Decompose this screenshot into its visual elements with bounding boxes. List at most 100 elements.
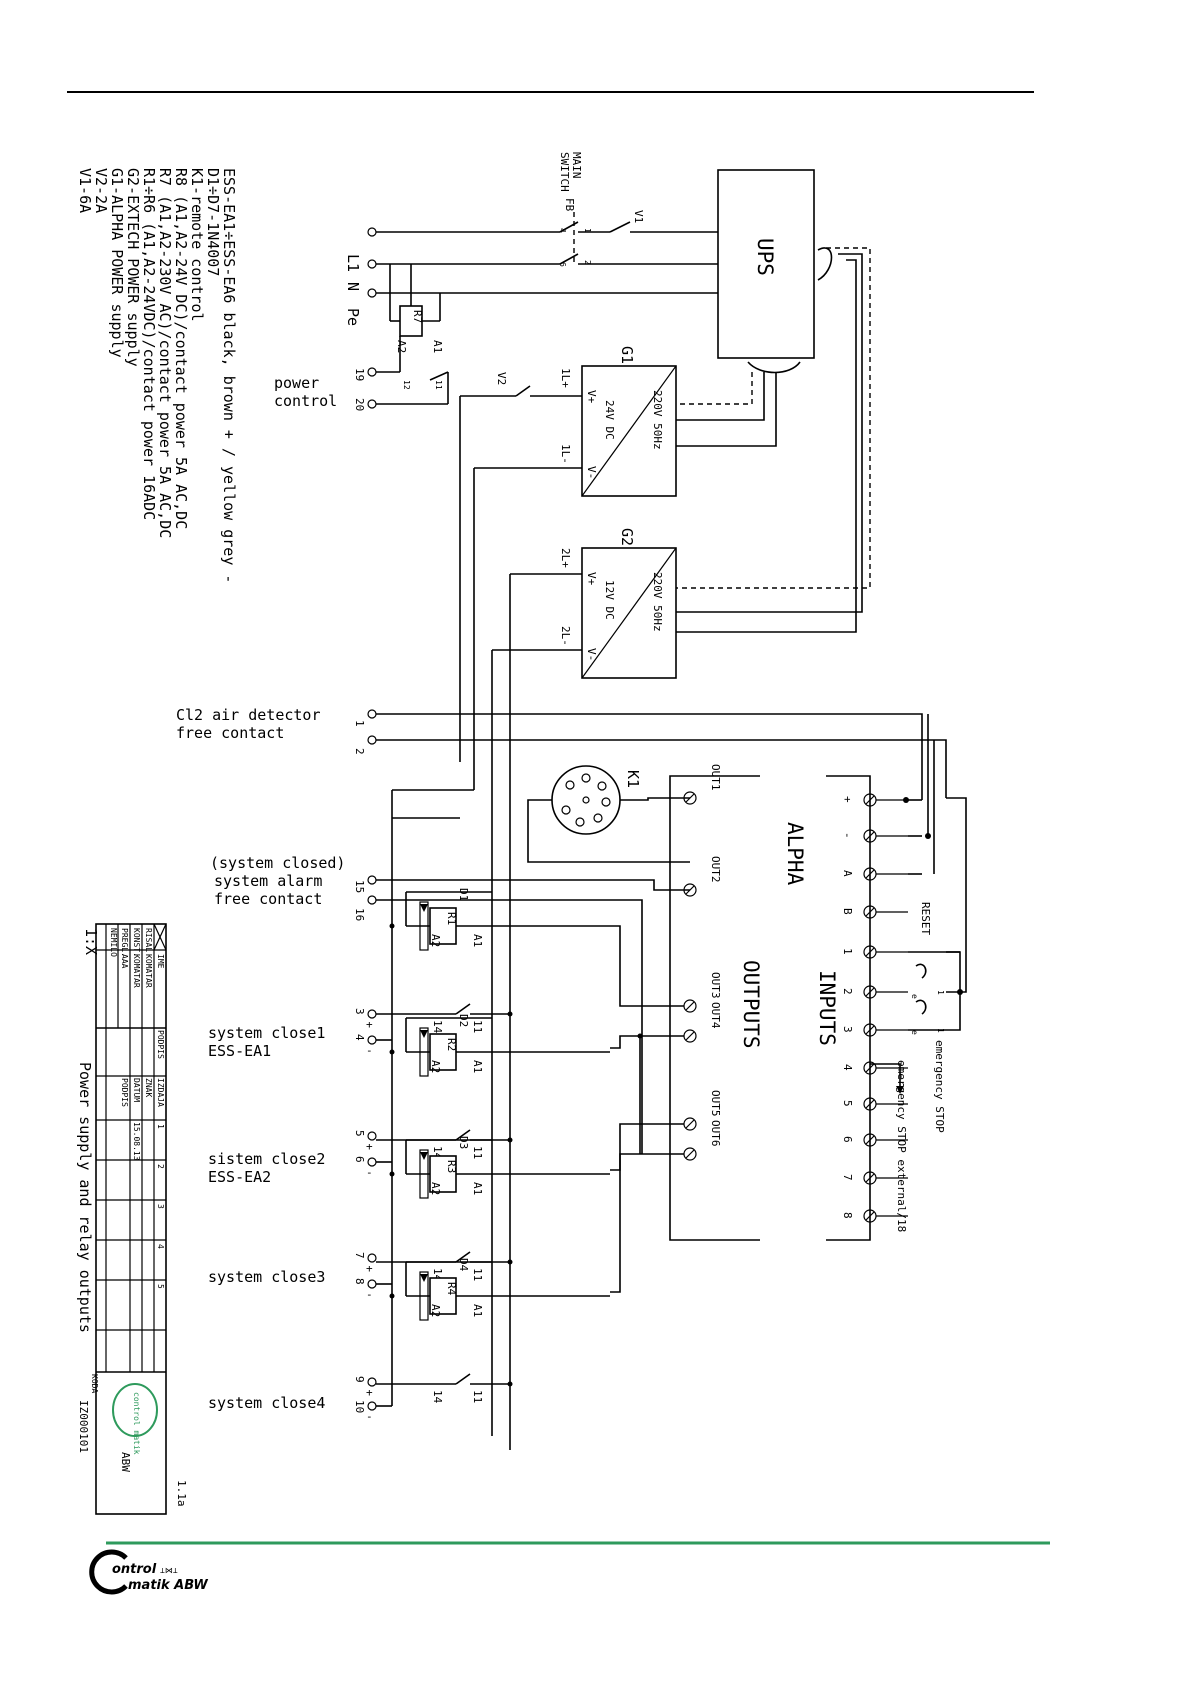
polarity-label: + bbox=[366, 1140, 373, 1153]
n-label: N bbox=[344, 282, 362, 291]
polarity-label: - bbox=[366, 1166, 373, 1179]
v2-label: V2 bbox=[495, 372, 508, 385]
diode-label: D1 bbox=[457, 888, 470, 901]
g1-output-label: 24V DC bbox=[603, 400, 616, 440]
inputs-title: INPUTS bbox=[815, 970, 839, 1046]
g1-input-label: 220V 50Hz bbox=[651, 390, 664, 450]
output-label: OUT5 bbox=[709, 1090, 722, 1117]
terminal-5 bbox=[367, 1131, 377, 1141]
alpha-title: ALPHA bbox=[783, 822, 807, 886]
main-supply: L1 N Pe MAIN SWITCH FB 1 4 2 6 V1 UPS bbox=[274, 152, 871, 1450]
pin-label: 11 bbox=[471, 1390, 484, 1403]
terminal-pe bbox=[367, 288, 377, 298]
pin-label: 1L- bbox=[559, 444, 572, 464]
legend-line: R8 (A1,A2-24V DC)/contact power 5A AC,DC bbox=[172, 168, 190, 529]
pin-label: 11 bbox=[471, 1020, 484, 1033]
legend-line: G2-EXTECH POWER supply bbox=[124, 168, 142, 367]
drawing-title: Power supply and relay outputs bbox=[76, 1062, 94, 1333]
logo-glyph: ⊥⋈⊥ bbox=[160, 1566, 178, 1575]
terminal-number: 8 bbox=[353, 1278, 366, 1285]
terminal-20 bbox=[367, 399, 377, 409]
title-block-cell: IME bbox=[156, 954, 165, 969]
cl2-label: free contact bbox=[176, 724, 284, 742]
pin-label: 11 bbox=[471, 1268, 484, 1281]
diode-icon bbox=[420, 1030, 428, 1038]
terminal-number: 20 bbox=[353, 398, 366, 411]
fb-label: FB bbox=[563, 198, 576, 212]
pin-label: 2L- bbox=[559, 626, 572, 646]
outputs-title: OUTPUTS bbox=[739, 960, 763, 1049]
legend-line: D1÷D7-1N4007 bbox=[204, 168, 222, 276]
pin-label: 14 bbox=[431, 1390, 444, 1404]
pin-label: A1 bbox=[471, 1182, 484, 1195]
input-label: 4 bbox=[841, 1064, 854, 1071]
pin-label: 12 bbox=[402, 380, 411, 390]
terminal-16 bbox=[367, 895, 377, 905]
input-terminal-8: 4 bbox=[841, 1061, 908, 1075]
terminal-number: 10 bbox=[353, 1400, 366, 1413]
input-terminal-3: A bbox=[841, 867, 908, 881]
scale-label: 1:X bbox=[82, 928, 100, 955]
g2-label: G2 bbox=[618, 528, 636, 546]
l1-label: L1 bbox=[344, 254, 362, 272]
pin-label: 1 bbox=[583, 228, 592, 233]
screw-terminal-icon bbox=[683, 791, 697, 805]
pin-label: 6 bbox=[558, 262, 567, 267]
pin-label: 2L+ bbox=[559, 548, 572, 568]
output-terminal-1: OUT1 bbox=[683, 764, 722, 805]
input-label: A bbox=[841, 870, 854, 877]
relay-coil bbox=[429, 1277, 457, 1315]
title-block-cell: PODPIS bbox=[156, 1030, 165, 1059]
ups-label: UPS bbox=[753, 238, 777, 276]
input-terminal-7: 3 bbox=[841, 1023, 908, 1037]
close2-label: ESS-EA2 bbox=[208, 1168, 271, 1186]
input-label: 8 bbox=[841, 1212, 854, 1219]
polarity-label: + bbox=[366, 1386, 373, 1399]
pin-label: V+ bbox=[585, 572, 598, 586]
drawing-code: IZ000101 bbox=[77, 1400, 90, 1453]
title-block-logo: control matik ABW bbox=[112, 1383, 158, 1472]
alpha-controller: ALPHA OUTPUTS INPUTS K1 OUT1OUT2OUT3OUT4… bbox=[527, 714, 967, 1293]
terminal-n bbox=[367, 259, 377, 269]
title-block-cell: 2 bbox=[156, 1164, 165, 1169]
terminal-number: 5 bbox=[353, 1130, 366, 1137]
v1-label: V1 bbox=[632, 210, 645, 223]
title-block-cell: RISAL bbox=[144, 928, 153, 952]
polarity-label: - bbox=[366, 1410, 373, 1423]
terminal-6 bbox=[367, 1157, 377, 1167]
terminal-9 bbox=[367, 1377, 377, 1387]
title-block-cell: 1 bbox=[156, 1124, 165, 1129]
pin-label: 2 bbox=[583, 260, 592, 265]
output-label: OUT4 bbox=[709, 1002, 722, 1029]
sheet-number: 1.1a bbox=[175, 1480, 188, 1507]
title-block-cell: PREGL. bbox=[120, 928, 129, 957]
r7-label: R7 bbox=[411, 310, 424, 323]
close1-label: ESS-EA1 bbox=[208, 1042, 271, 1060]
output-terminal-5: OUT5 bbox=[683, 1090, 722, 1131]
main-switch-label: MAIN bbox=[570, 152, 583, 179]
input-terminal-10: 6 bbox=[841, 1133, 908, 1147]
system-closed-label: system alarm bbox=[214, 872, 322, 890]
pin-label: A2 bbox=[429, 1304, 442, 1317]
cl2-label: Cl2 air detector bbox=[176, 706, 321, 724]
pin-label: A1 bbox=[471, 1304, 484, 1317]
terminal-8 bbox=[367, 1279, 377, 1289]
ups-box bbox=[717, 169, 815, 359]
pin-label: A1 bbox=[471, 1060, 484, 1073]
pin-label: V- bbox=[585, 466, 598, 479]
relay-label: R4 bbox=[445, 1282, 458, 1296]
polarity-label: + bbox=[366, 1262, 373, 1275]
title-block-cell: IZDAJA bbox=[156, 1078, 165, 1107]
output-terminal-6: OUT6 bbox=[683, 1120, 722, 1161]
legend-line: G1-ALPHA POWER supply bbox=[108, 168, 126, 358]
logo-c-mark bbox=[89, 1549, 128, 1595]
title-block-cell: PODPIS bbox=[120, 1078, 129, 1107]
system-closed-label: free contact bbox=[214, 890, 322, 908]
terminal-number: 7 bbox=[353, 1252, 366, 1259]
footer-logo: ontrol matik ABW ⊥⋈⊥ bbox=[89, 1549, 208, 1595]
